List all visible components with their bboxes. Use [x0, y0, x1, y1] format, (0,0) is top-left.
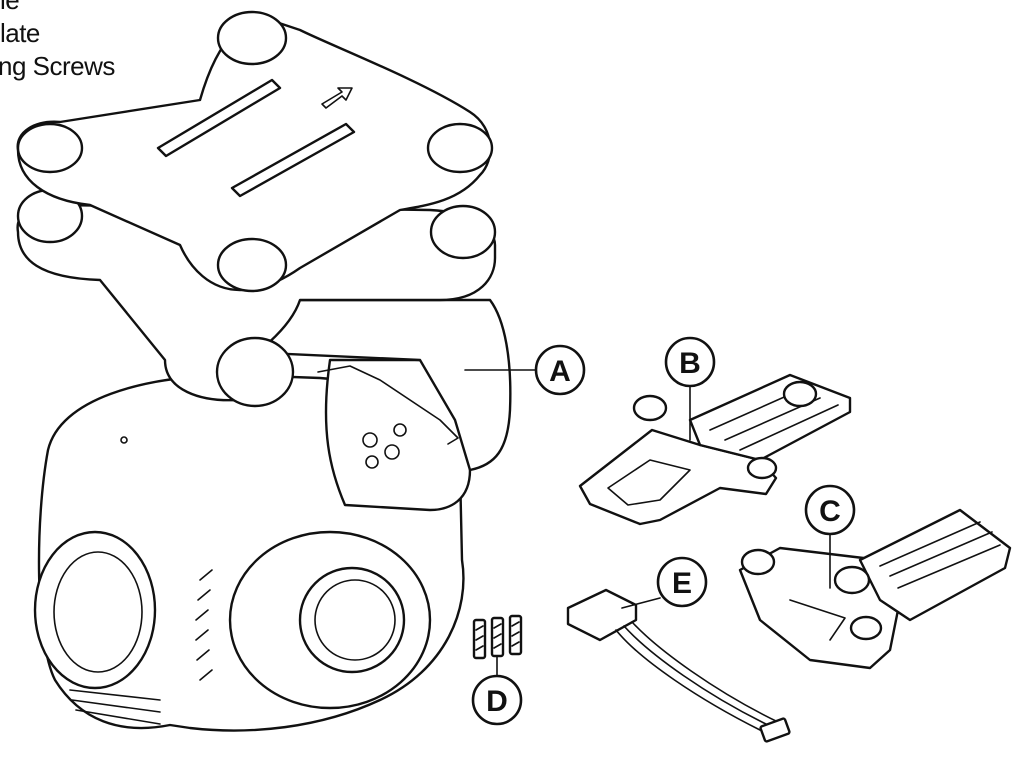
- mounting-screws-d: [472, 614, 523, 660]
- callout-letter-d: D: [486, 685, 508, 718]
- left-lens-ring: [33, 530, 157, 690]
- bracket-b-boss-left: [632, 394, 668, 422]
- cable-e-wire-3: [631, 621, 779, 723]
- callout-a: A: [534, 344, 586, 396]
- motor-mount-holes: [362, 423, 407, 469]
- top-boss-rear-left: [216, 10, 288, 66]
- damper-front-right: [215, 336, 295, 408]
- lower-mount-plate: [16, 203, 497, 402]
- bracket-b-body: [578, 428, 778, 526]
- callout-e: E: [656, 556, 708, 608]
- bracket-b-rails: [688, 373, 852, 462]
- bottom-vent: [69, 689, 161, 725]
- bracket-c-boss-left: [740, 548, 776, 576]
- top-boss-front-left: [16, 122, 84, 174]
- parts-legend: ble plate ting Screws: [0, 0, 115, 83]
- orientation-arrow-icon: [321, 87, 353, 109]
- callout-b: B: [664, 336, 716, 388]
- legend-item-plate: plate: [0, 18, 40, 48]
- callout-letter-c: C: [819, 495, 841, 528]
- top-boss-rear-right: [426, 122, 494, 174]
- bracket-c-boss-center: [833, 565, 871, 595]
- mounting-bracket-c: [738, 508, 1012, 670]
- cable-e: [566, 588, 791, 743]
- cable-e-connector: [566, 588, 638, 642]
- top-boss-front-right: [216, 237, 288, 293]
- bracket-c-rails: [858, 508, 1012, 622]
- callout-letter-e: E: [672, 567, 692, 600]
- front-lens-glass: [314, 579, 396, 661]
- legend-item-mounting-screws: ting Screws: [0, 51, 115, 81]
- legend-item-cable: ble: [0, 0, 20, 15]
- leader-lines: [464, 369, 831, 679]
- bracket-b-boss-front: [746, 456, 778, 480]
- damper-rear-right: [429, 204, 497, 260]
- top-rail-slot-1: [156, 78, 282, 158]
- callout-c: C: [804, 484, 856, 536]
- front-lens-bezel: [298, 566, 406, 674]
- leader-line-e: [621, 597, 661, 609]
- top-rail-slot-2: [230, 122, 356, 198]
- cable-e-wire-1: [615, 629, 761, 731]
- mounting-bracket-b: [578, 373, 852, 526]
- cooling-slots: [195, 569, 213, 681]
- gimbal-camera-assembly: [16, 10, 512, 732]
- cable-connector-detail: [317, 365, 459, 445]
- left-lens-glass: [53, 551, 143, 673]
- cable-e-wire-2: [623, 625, 771, 727]
- callout-d: D: [471, 674, 523, 726]
- bracket-c-boss-front: [849, 615, 883, 641]
- cable-e-plug: [759, 717, 791, 743]
- callout-letter-b: B: [679, 347, 701, 380]
- callout-letter-a: A: [549, 355, 571, 388]
- bracket-b-window: [607, 459, 691, 506]
- bracket-b-boss-right: [782, 380, 818, 408]
- indicator-dot: [120, 436, 128, 444]
